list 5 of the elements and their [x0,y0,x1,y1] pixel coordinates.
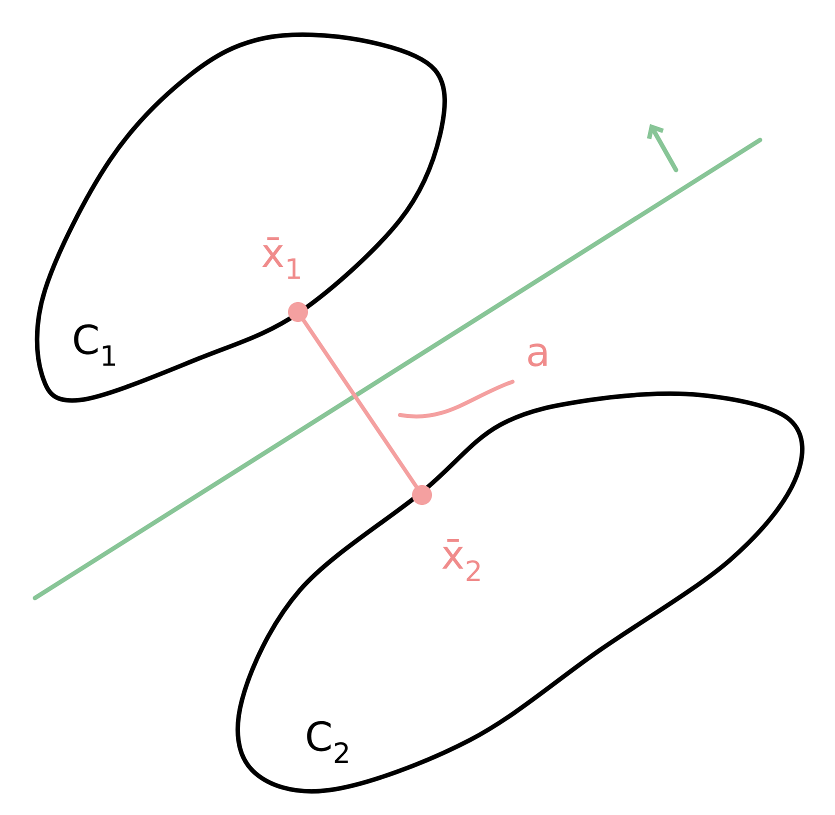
point-label: x̄$_{2}$ [442,539,480,582]
leader-line [398,380,515,418]
segment [302,318,418,489]
point-label: x̄$_{1}$ [262,237,300,279]
normal-label: a [528,344,547,366]
